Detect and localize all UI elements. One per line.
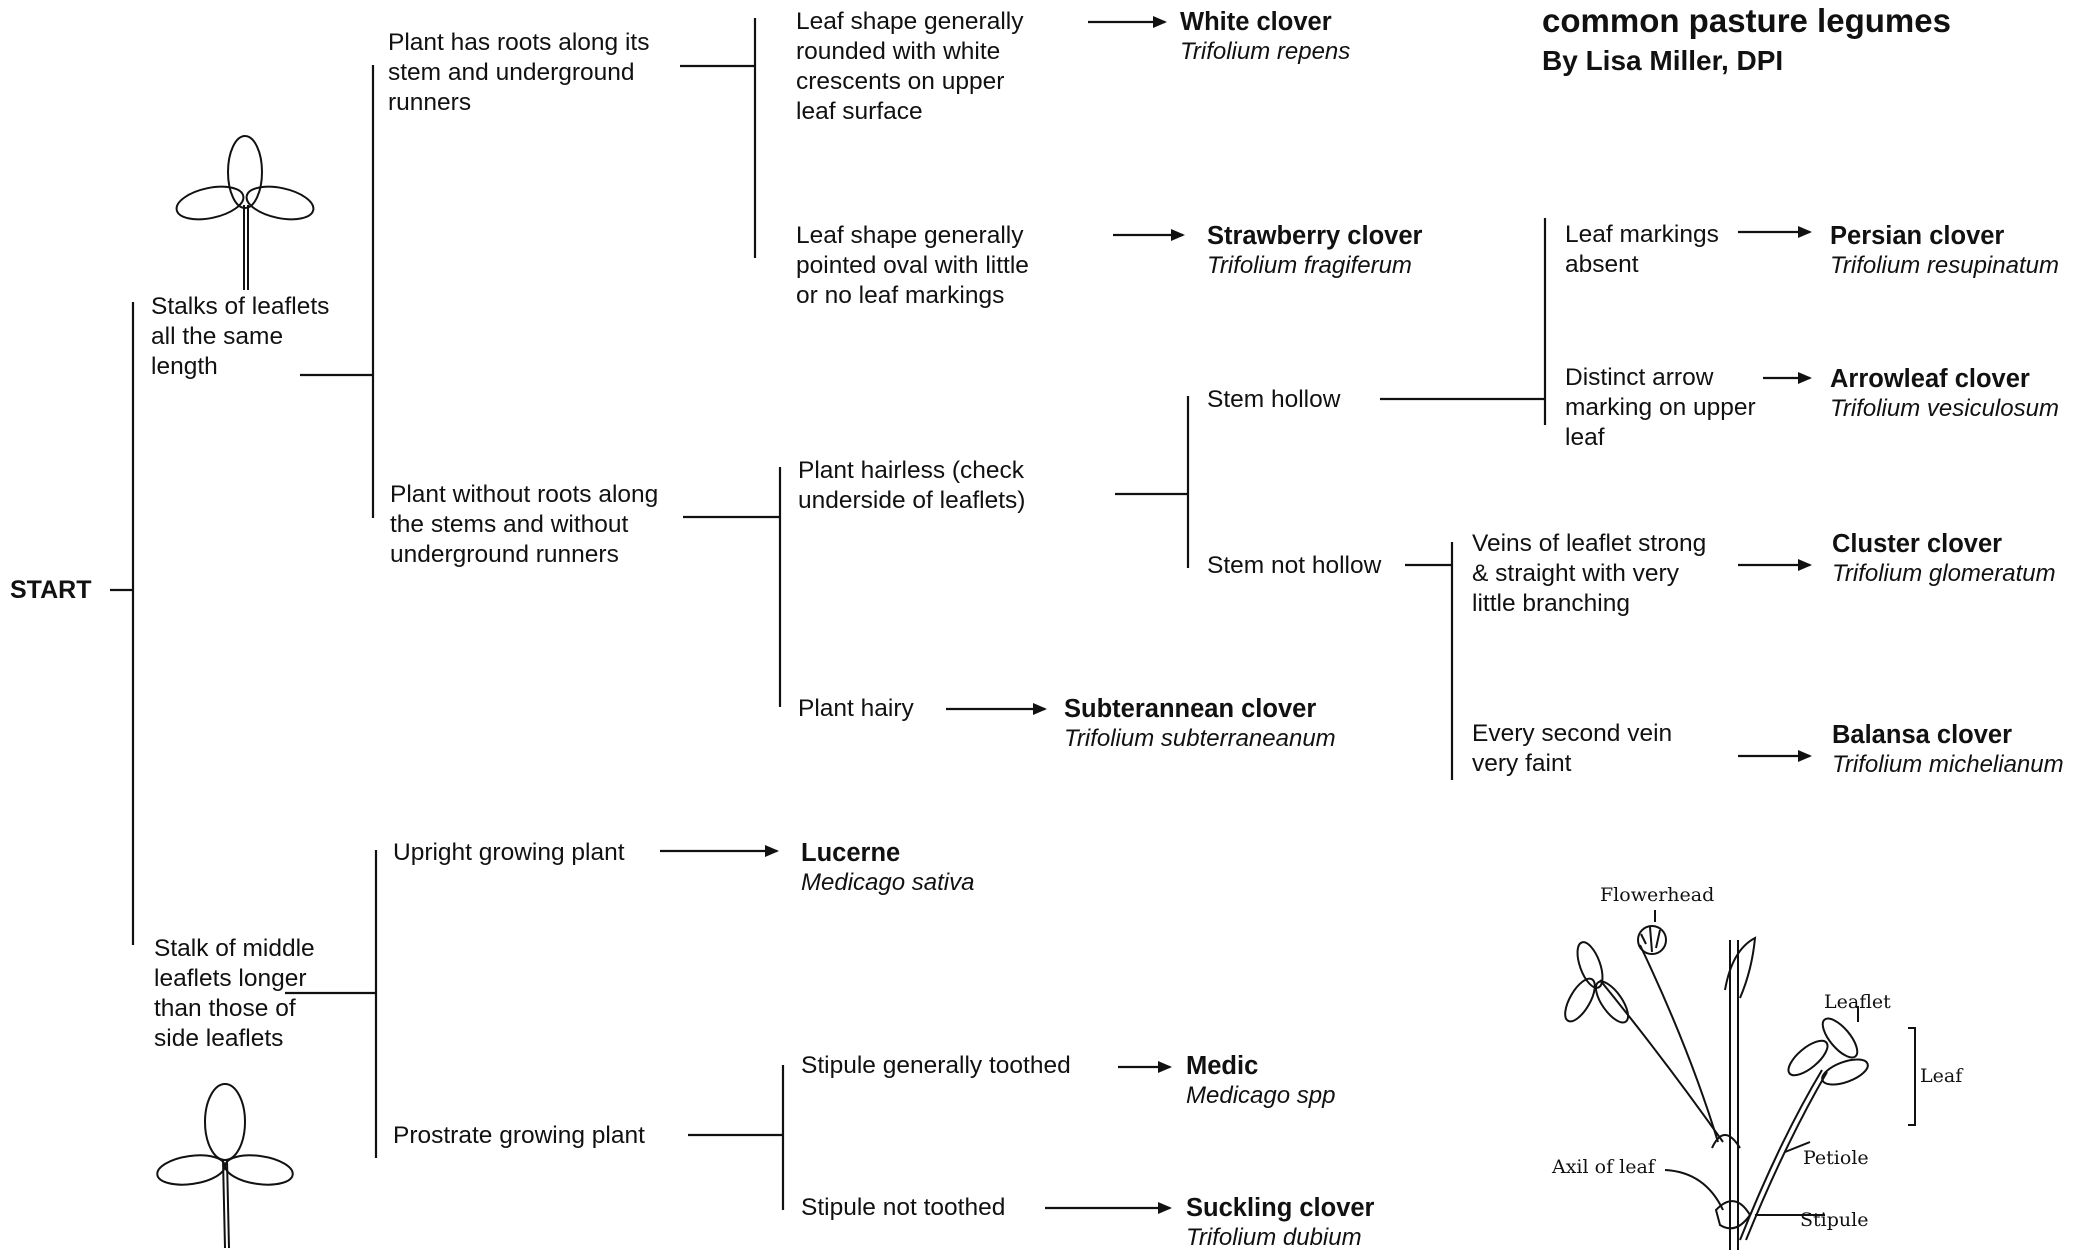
criterion-stipule-not-toothed: Stipule not toothed xyxy=(801,1194,1006,1221)
species-latin-name: Trifolium repens xyxy=(1180,38,1351,65)
criterion-stalk-middle-longer: Stalk of middle leaflets longer than tho… xyxy=(154,935,315,1052)
species-cluster-clover: Cluster clover Trifolium glomeratum xyxy=(1832,529,2056,589)
criterion-prostrate: Prostrate growing plant xyxy=(393,1122,645,1149)
criterion-stem-not-hollow: Stem not hollow xyxy=(1207,552,1382,579)
criterion-no-roots: Plant without roots along the stems and … xyxy=(390,481,659,568)
species-latin-name: Medicago spp xyxy=(1186,1082,1336,1109)
trefoil-equal-stalks-icon xyxy=(175,135,315,290)
clover-anatomy-illustration xyxy=(1564,910,1916,1250)
species-common-name: Balansa clover xyxy=(1832,721,2013,749)
criterion-upright: Upright growing plant xyxy=(393,839,625,866)
species-common-name: Cluster clover xyxy=(1832,530,2003,558)
species-latin-name: Medicago sativa xyxy=(801,869,975,896)
species-common-name: White clover xyxy=(1180,8,1332,36)
start-node: START xyxy=(10,576,92,604)
criterion-leaf-rounded: Leaf shape generally rounded with white … xyxy=(796,8,1024,125)
species-latin-name: Trifolium vesiculosum xyxy=(1830,395,2059,422)
anatomy-label-axil: Axil of leaf xyxy=(1552,1156,1655,1178)
anatomy-label-stipule: Stipule xyxy=(1800,1209,1869,1231)
species-common-name: Subterannean clover xyxy=(1064,695,1317,723)
species-white-clover: White clover Trifolium repens xyxy=(1180,7,1350,67)
criterion-stipule-toothed: Stipule generally toothed xyxy=(801,1052,1071,1079)
criterion-markings-absent: Leaf markings absent xyxy=(1565,221,1719,278)
species-subterranean-clover: Subterannean clover Trifolium subterrane… xyxy=(1064,694,1336,754)
species-suckling-clover: Suckling clover Trifolium dubium xyxy=(1186,1193,1375,1253)
species-latin-name: Trifolium resupinatum xyxy=(1830,252,2059,279)
species-common-name: Suckling clover xyxy=(1186,1194,1375,1222)
species-latin-name: Trifolium michelianum xyxy=(1832,751,2064,778)
species-common-name: Strawberry clover xyxy=(1207,222,1423,250)
anatomy-label-leaflet: Leaflet xyxy=(1824,991,1891,1013)
species-arrowleaf-clover: Arrowleaf clover Trifolium vesiculosum xyxy=(1830,364,2059,424)
species-latin-name: Trifolium dubium xyxy=(1186,1224,1362,1251)
criterion-plant-hairy: Plant hairy xyxy=(798,695,914,722)
species-common-name: Medic xyxy=(1186,1052,1259,1080)
species-persian-clover: Persian clover Trifolium resupinatum xyxy=(1830,221,2059,281)
diagram-title: common pasture legumes xyxy=(1542,2,1951,39)
species-lucerne: Lucerne Medicago sativa xyxy=(801,838,974,898)
criterion-veins-strong: Veins of leaflet strong & straight with … xyxy=(1472,530,1707,617)
criterion-stem-hollow: Stem hollow xyxy=(1207,386,1341,413)
criterion-stalks-same: Stalks of leaflets all the same length xyxy=(151,293,330,380)
criterion-leaf-pointed: Leaf shape generally pointed oval with l… xyxy=(796,222,1029,309)
trefoil-longer-middle-icon xyxy=(156,1083,294,1249)
anatomy-label-flowerhead: Flowerhead xyxy=(1600,884,1715,906)
criterion-arrow-marking: Distinct arrow marking on upper leaf xyxy=(1565,364,1756,451)
species-latin-name: Trifolium fragiferum xyxy=(1207,252,1412,279)
anatomy-label-leaf: Leaf xyxy=(1920,1065,1963,1087)
criterion-second-vein-faint: Every second vein very faint xyxy=(1472,720,1673,777)
criterion-plant-hairless: Plant hairless (check underside of leafl… xyxy=(798,457,1026,514)
species-balansa-clover: Balansa clover Trifolium michelianum xyxy=(1832,720,2064,780)
species-strawberry-clover: Strawberry clover Trifolium fragiferum xyxy=(1207,221,1422,281)
species-common-name: Arrowleaf clover xyxy=(1830,365,2030,393)
species-common-name: Lucerne xyxy=(801,839,901,867)
species-latin-name: Trifolium subterraneanum xyxy=(1064,725,1336,752)
diagram-author: By Lisa Miller, DPI xyxy=(1542,45,1784,76)
species-common-name: Persian clover xyxy=(1830,222,2005,250)
anatomy-label-petiole: Petiole xyxy=(1803,1147,1869,1169)
species-latin-name: Trifolium glomeratum xyxy=(1832,560,2056,587)
species-medic: Medic Medicago spp xyxy=(1186,1051,1335,1111)
criterion-roots-along-stem: Plant has roots along its stem and under… xyxy=(388,29,650,116)
